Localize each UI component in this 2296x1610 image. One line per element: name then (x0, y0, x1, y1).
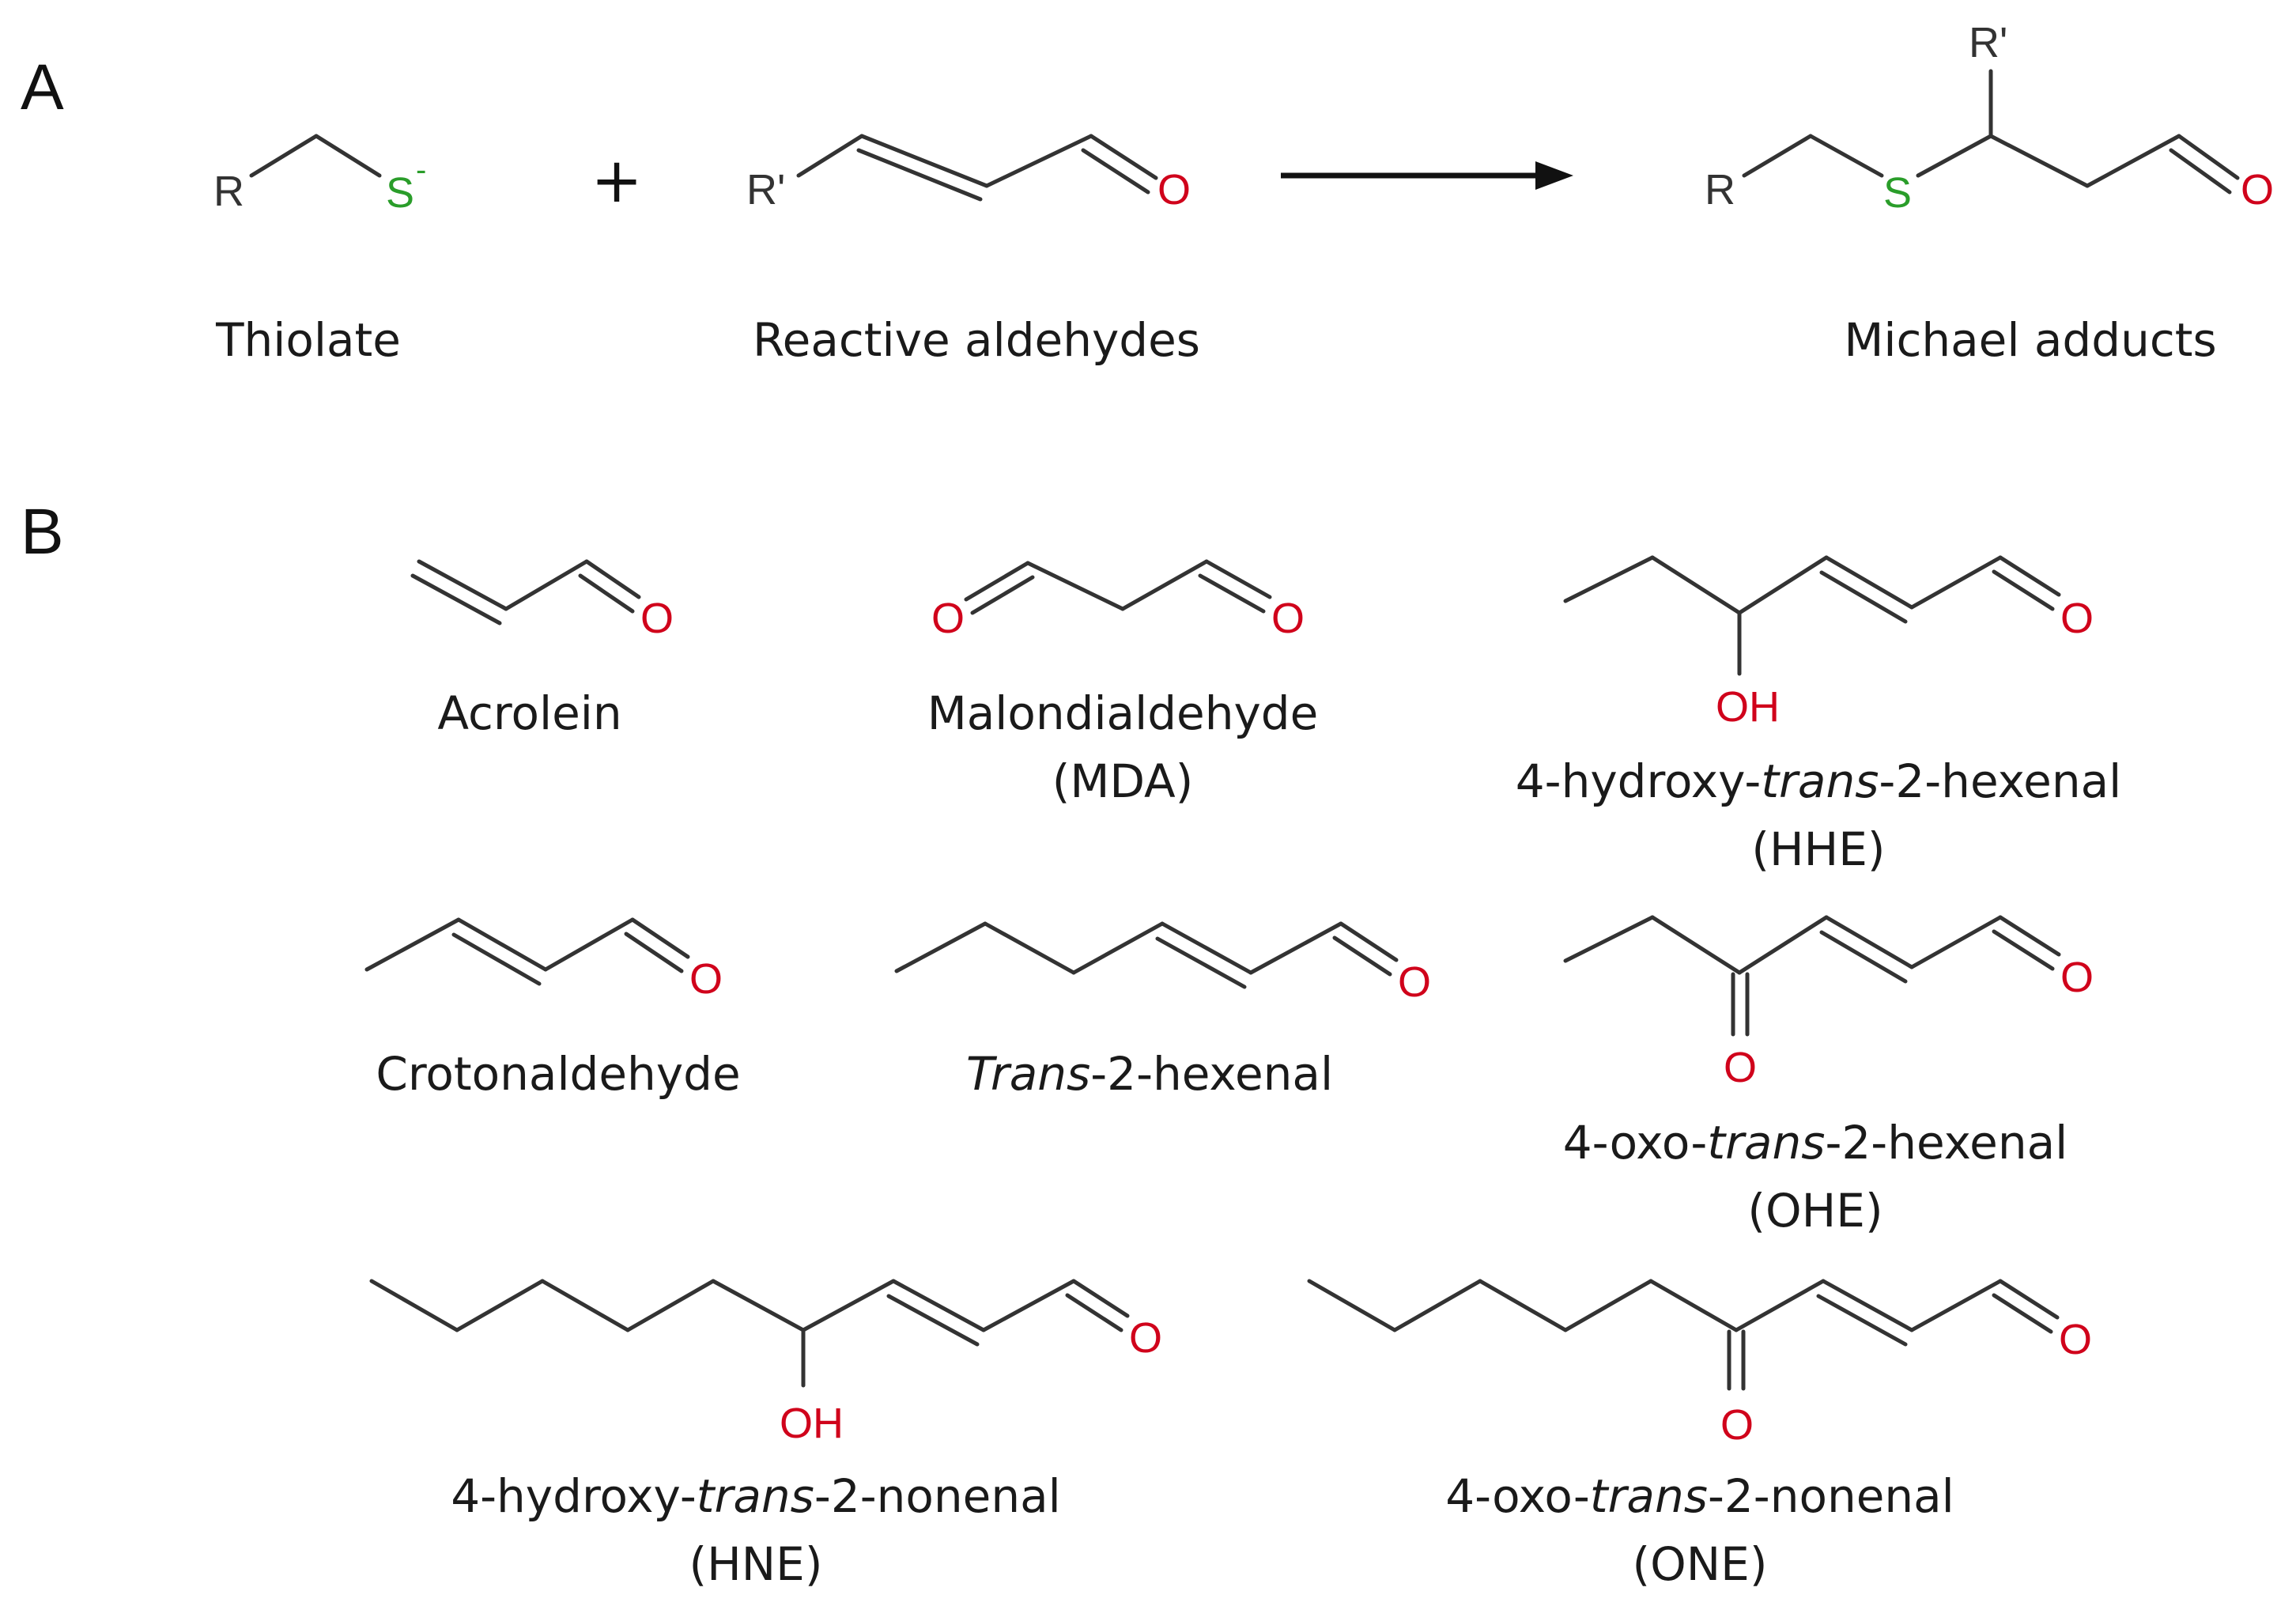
negative-charge: - (416, 153, 426, 187)
oxygen-atom: O (1271, 595, 1305, 642)
crotonaldehyde-structure: O (364, 917, 723, 1003)
panel-label-b: B (21, 496, 64, 568)
thiolate-structure: R S - (213, 134, 426, 217)
caption-michael-adducts: Michael adducts (1844, 313, 2216, 367)
oxygen-atom: O (931, 595, 965, 642)
label-ohe: 4-oxo-trans-2-hexenal (1563, 1116, 2068, 1170)
label-hne: 4-hydroxy-trans-2-nonenal (451, 1469, 1061, 1523)
oxygen-atom: O (1129, 1314, 1162, 1362)
oxygen-atom: O (1157, 166, 1191, 214)
sulfur-atom: S (386, 169, 414, 217)
label-hhe: 4-hydroxy-trans-2-hexenal (1516, 754, 2122, 808)
r-prime-label: R' (1969, 19, 2007, 66)
label-acrolein: Acrolein (437, 686, 621, 740)
label-hne-abbr: (HNE) (689, 1537, 823, 1591)
plus-sign: + (591, 146, 642, 217)
sulfur-atom: S (1883, 169, 1912, 217)
oxygen-atom: O (640, 595, 674, 642)
michael-adduct-structure: R S R' O (1705, 19, 2274, 217)
oxo-oxygen: O (1720, 1401, 1754, 1449)
label-crotonaldehyde: Crotonaldehyde (376, 1047, 740, 1101)
label-one: 4-oxo-trans-2-nonenal (1445, 1469, 1954, 1523)
malondialdehyde-structure: O O (931, 559, 1305, 642)
oxygen-atom: O (2059, 1316, 2092, 1363)
reactive-aldehyde-structure: R' O (746, 134, 1191, 214)
oxygen-atom: O (2060, 954, 2094, 1001)
label-mda-abbr: (MDA) (1052, 754, 1194, 808)
one-structure: O O (1307, 1279, 2092, 1449)
reaction-arrow (1281, 161, 1573, 190)
trans-2-hexenal-structure: O (894, 921, 1431, 1006)
oxygen-atom: O (2241, 166, 2274, 214)
label-hhe-abbr: (HHE) (1751, 822, 1885, 876)
oxygen-atom: O (2060, 595, 2094, 642)
hne-structure: OH O (369, 1279, 1162, 1447)
label-malondialdehyde: Malondialdehyde (927, 686, 1319, 740)
caption-thiolate: Thiolate (215, 313, 401, 367)
oxygen-atom: O (689, 955, 723, 1003)
oxo-oxygen: O (1724, 1044, 1757, 1091)
label-ohe-abbr: (OHE) (1747, 1184, 1882, 1238)
caption-reactive-aldehydes: Reactive aldehydes (753, 313, 1200, 367)
r-group-label: R (1705, 166, 1735, 214)
hydroxyl-group: OH (1716, 683, 1780, 731)
label-trans-2-hexenal: Trans-2-hexenal (966, 1047, 1333, 1101)
acrolein-structure: O (410, 559, 674, 642)
hydroxyl-group: OH (780, 1400, 844, 1447)
ohe-structure: O O (1563, 915, 2094, 1091)
panel-label-a: A (21, 51, 64, 123)
oxygen-atom: O (1398, 958, 1431, 1006)
r-group-label: R (213, 168, 244, 215)
label-one-abbr: (ONE) (1633, 1537, 1768, 1591)
r-prime-label: R' (746, 166, 785, 214)
hhe-structure: OH O (1563, 555, 2094, 731)
